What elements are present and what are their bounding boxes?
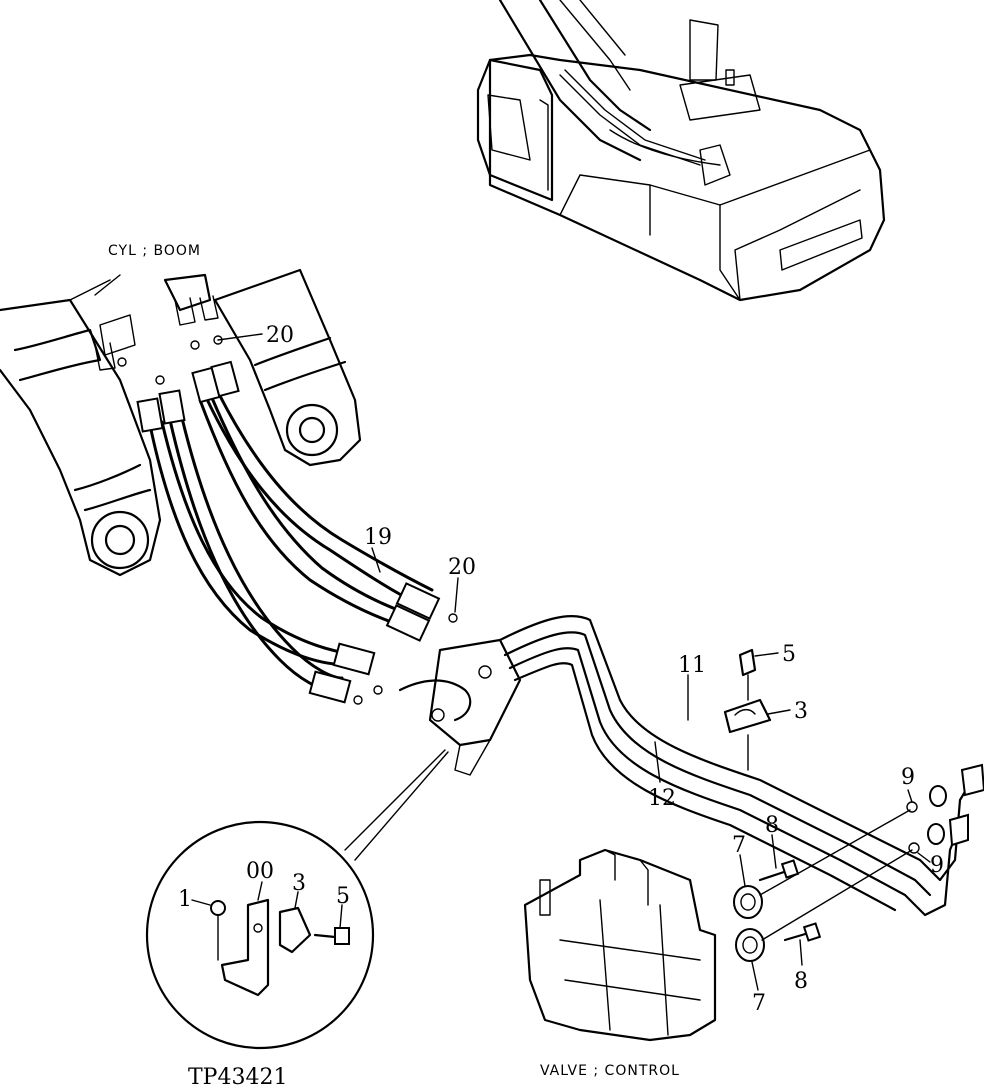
callout-9-bottom: 9	[930, 853, 944, 878]
callout-19: 19	[364, 525, 392, 550]
label-valve-control: VALVE ; CONTROL	[540, 1063, 680, 1079]
label-cyl-boom: CYL ; BOOM	[108, 243, 201, 259]
line-clamp	[723, 648, 772, 771]
callout-leaders	[191, 333, 931, 991]
callout-20-mid: 20	[448, 555, 476, 580]
steel-lines	[498, 615, 984, 917]
callout-00-detail: 00	[246, 859, 274, 884]
callout-8-top: 8	[765, 813, 779, 838]
control-valve	[523, 809, 913, 1042]
junction-block	[398, 638, 522, 776]
boom-cylinders	[0, 268, 362, 577]
callout-20-top: 20	[266, 323, 294, 348]
callout-7-bottom: 7	[752, 991, 766, 1016]
callout-9-top: 9	[901, 765, 915, 790]
callout-7-top: 7	[732, 833, 746, 858]
excavator-overview	[476, 0, 886, 302]
hoses	[117, 335, 458, 705]
callout-5-detail: 5	[336, 884, 350, 909]
callout-5-right: 5	[782, 642, 796, 667]
callout-3-detail: 3	[292, 871, 306, 896]
callout-11: 11	[678, 653, 706, 678]
detail-view	[145, 749, 449, 1050]
callout-1-detail: 1	[178, 887, 192, 912]
callout-3-right: 3	[794, 699, 808, 724]
callout-12: 12	[648, 786, 676, 811]
callout-8-bottom: 8	[794, 969, 808, 994]
figure-id: TP43421	[188, 1065, 287, 1086]
